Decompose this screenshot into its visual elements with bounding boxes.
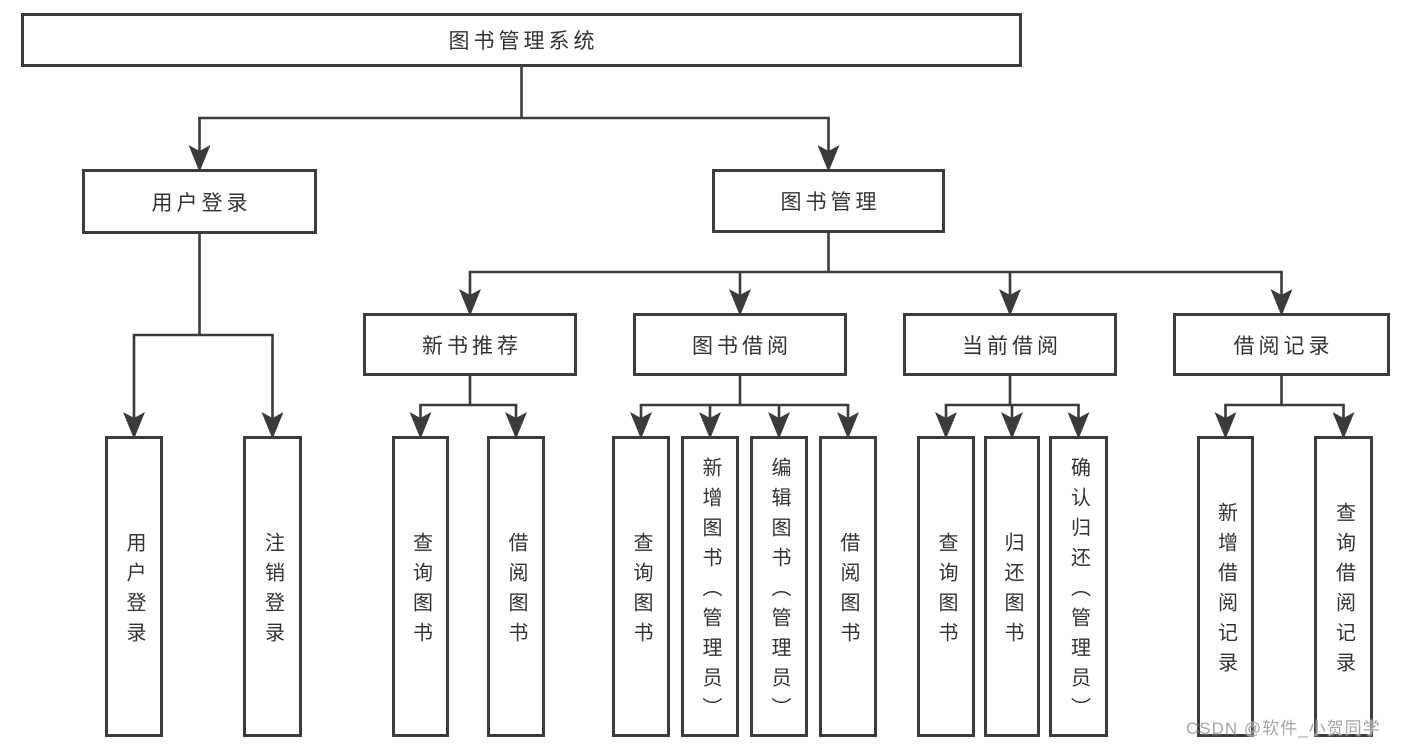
node-user-login: 用户登录 [82, 169, 317, 234]
node-new-book-rec: 新书推荐 [363, 313, 577, 376]
node-label-root: 图书管理系统 [448, 30, 599, 53]
node-nbr-borrow: 借阅图书 [487, 436, 545, 737]
node-bb-query: 查询图书 [612, 436, 670, 737]
node-nbr-query: 查询图书 [392, 436, 449, 737]
node-label-current-borrow: 当前借阅 [962, 334, 1062, 358]
watermark: CSDN @软件_小贺同学 [1186, 719, 1381, 738]
node-label-logout: 注销登录 [261, 531, 284, 652]
node-label-book-mgmt: 图书管理 [780, 191, 881, 214]
node-cb-query: 查询图书 [917, 436, 975, 737]
node-label-bb-borrow: 借阅图书 [837, 531, 859, 652]
node-label-login: 用户登录 [123, 531, 145, 652]
node-borrow-records: 借阅记录 [1173, 313, 1390, 376]
node-login: 用户登录 [105, 436, 163, 737]
node-current-borrow: 当前借阅 [903, 313, 1117, 376]
node-label-cb-confirm: 确认归还（管理员） [1067, 456, 1090, 727]
node-cb-return: 归还图书 [984, 436, 1040, 737]
node-br-add: 新增借阅记录 [1197, 436, 1254, 737]
node-book-mgmt: 图书管理 [712, 169, 945, 233]
node-bb-add: 新增图书（管理员） [681, 436, 739, 737]
node-cb-confirm: 确认归还（管理员） [1049, 436, 1108, 737]
node-book-borrow: 图书借阅 [633, 313, 847, 376]
node-label-bb-add: 新增图书（管理员） [699, 456, 721, 727]
node-label-cb-return: 归还图书 [1001, 531, 1023, 652]
node-label-nbr-query: 查询图书 [409, 531, 432, 652]
node-label-user-login: 用户登录 [151, 191, 252, 215]
node-label-book-borrow: 图书借阅 [692, 334, 792, 358]
node-bb-edit: 编辑图书（管理员） [750, 436, 808, 737]
node-label-br-query: 查询借阅记录 [1332, 501, 1355, 682]
node-bb-borrow: 借阅图书 [819, 436, 877, 737]
node-label-nbr-borrow: 借阅图书 [505, 531, 527, 652]
node-label-cb-query: 查询图书 [935, 531, 957, 652]
node-label-bb-query: 查询图书 [630, 531, 652, 652]
node-br-query: 查询借阅记录 [1314, 436, 1373, 737]
node-label-br-add: 新增借阅记录 [1214, 501, 1237, 682]
node-root: 图书管理系统 [21, 13, 1022, 67]
node-label-new-book-rec: 新书推荐 [422, 334, 522, 358]
node-label-borrow-records: 借阅记录 [1233, 334, 1334, 358]
node-label-bb-edit: 编辑图书（管理员） [768, 456, 790, 727]
node-logout: 注销登录 [243, 436, 302, 737]
